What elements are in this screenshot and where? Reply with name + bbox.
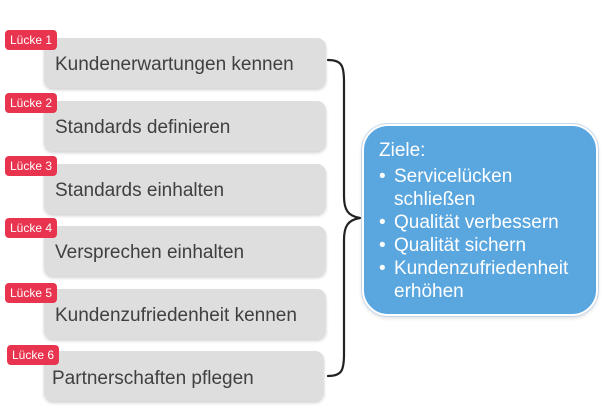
gap-label: Kundenerwartungen kennen xyxy=(55,54,294,75)
goal-text: Kundenzufriedenheit erhöhen xyxy=(394,258,569,302)
gap-label: Versprechen einhalten xyxy=(55,242,245,263)
goal-text: Qualität verbessern xyxy=(394,212,559,233)
gap-label: Standards definieren xyxy=(55,117,231,138)
gap-box: Partnerschaften pflegen xyxy=(44,351,324,401)
goal-text: Servicelücken schließen xyxy=(394,166,513,210)
goal-item: • Qualität sichern xyxy=(379,234,594,257)
gap-box: Versprechen einhalten xyxy=(44,226,326,276)
gap-box: Standards definieren xyxy=(44,101,326,151)
gap-tag: Lücke 6 xyxy=(7,345,60,365)
gap-label: Standards einhalten xyxy=(55,180,225,201)
bracket-path xyxy=(326,58,362,378)
goals-box: Ziele: • Servicelücken schließen • Quali… xyxy=(362,124,598,316)
goals-title: Ziele: xyxy=(379,140,426,161)
gap-box: Kundenerwartungen kennen xyxy=(44,38,326,88)
gap-label: Kundenzufriedenheit kennen xyxy=(55,305,297,326)
gap-box: Kundenzufriedenheit kennen xyxy=(44,289,326,339)
goal-text: Qualität sichern xyxy=(394,235,527,256)
bullet-icon: • xyxy=(379,235,386,256)
goal-item: • Qualität verbessern xyxy=(379,211,594,234)
bullet-icon: • xyxy=(379,166,386,187)
gap-box: Standards einhalten xyxy=(44,164,326,214)
goals-list: • Servicelücken schließen • Qualität ver… xyxy=(379,165,594,303)
gap-tag: Lücke 1 xyxy=(5,30,58,50)
gap-tag: Lücke 2 xyxy=(5,93,58,113)
goal-item: • Servicelücken schließen xyxy=(379,165,594,211)
goal-item: • Kundenzufriedenheit erhöhen xyxy=(379,257,594,303)
gap-tag: Lücke 3 xyxy=(5,156,58,176)
gap-label: Partnerschaften pflegen xyxy=(52,368,254,389)
bullet-icon: • xyxy=(379,258,386,279)
gap-tag: Lücke 4 xyxy=(5,218,58,238)
gap-tag: Lücke 5 xyxy=(5,283,58,303)
bullet-icon: • xyxy=(379,212,386,233)
curly-bracket xyxy=(326,58,362,378)
